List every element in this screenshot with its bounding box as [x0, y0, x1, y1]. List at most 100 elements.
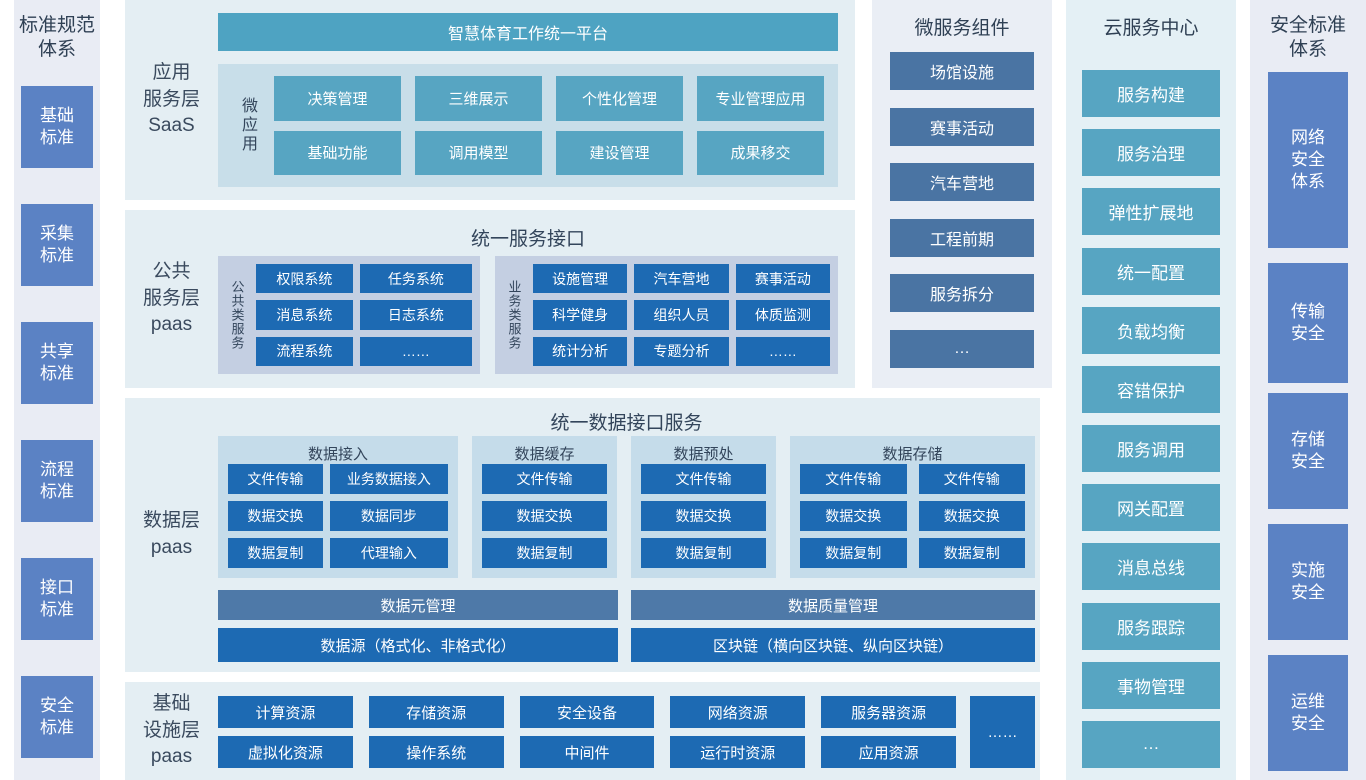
microservice-node-more: …: [890, 329, 1034, 368]
public-service-group-label: 公共类服务: [229, 280, 245, 350]
data-access-group: 数据接入 文件传输 业务数据接入 数据交换 数据同步 数据复制 代理输入: [218, 436, 458, 578]
public-service-group: 公共类服务 权限系统 任务系统 消息系统 日志系统 流程系统 ……: [218, 256, 480, 374]
infra-node-virtualization: 虚拟化资源: [218, 736, 353, 768]
data-node-file-transfer: 文件传输: [918, 464, 1025, 494]
app-node-3d-display: 三维展示: [415, 76, 542, 121]
cloud-node-tracking: 服务跟踪: [1082, 602, 1220, 650]
infra-node-security-device: 安全设备: [519, 696, 655, 728]
public-service-layer-label: 公共 服务层 paas: [142, 261, 200, 336]
infra-node-network: 网络资源: [670, 696, 806, 728]
service-node-event: 赛事活动: [735, 264, 830, 294]
standard-node-sharing: 共享 标准: [21, 322, 93, 404]
data-node-exchange: 数据交换: [228, 501, 323, 531]
security-node-storage: 存储 安全: [1268, 393, 1348, 509]
service-node-message: 消息系统: [256, 300, 353, 330]
security-node-transmission: 传输 安全: [1268, 263, 1348, 383]
public-service-layer: 公共 服务层 paas 统一服务接口 公共类服务 权限系统 任务系统 消息系统 …: [125, 210, 855, 388]
cloud-node-unified-config: 统一配置: [1082, 247, 1220, 295]
saas-layer-label: 应用 服务层 SaaS: [142, 62, 200, 137]
infra-node-server: 服务器资源: [821, 696, 956, 728]
security-standards-title: 安全标准 体系: [1269, 15, 1346, 60]
data-interface-title: 统一数据接口服务: [550, 413, 703, 434]
data-node-file-transfer: 文件传输: [641, 464, 766, 494]
standards-items: 基础 标准 采集 标准 共享 标准 流程 标准 接口 标准 安全 标准: [21, 86, 93, 758]
data-node-replication: 数据复制: [228, 538, 323, 568]
standard-node-process: 流程 标准: [21, 440, 93, 522]
data-node-exchange: 数据交换: [800, 501, 907, 531]
service-node-analysis: 专题分析: [634, 336, 729, 366]
data-node-exchange: 数据交换: [918, 501, 1025, 531]
data-node-file-transfer: 文件传输: [800, 464, 907, 494]
service-groups: 公共类服务 权限系统 任务系统 消息系统 日志系统 流程系统 …… 业务类服务 …: [218, 256, 838, 374]
microservice-node-camping: 汽车营地: [890, 163, 1034, 202]
standards-panel-title: 标准规范 体系: [18, 15, 95, 60]
data-preprocess-group: 数据预处 文件传输 数据交换 数据复制: [631, 436, 776, 578]
data-storage-title: 数据存储: [882, 445, 943, 463]
data-layer: 数据层 paas 统一数据接口服务 数据接入 文件传输 业务数据接入 数据交换 …: [125, 398, 1040, 672]
data-node-replication: 数据复制: [641, 538, 766, 568]
cloud-node-build: 服务构建: [1082, 70, 1220, 117]
cloud-node-fault-tolerance: 容错保护: [1082, 365, 1220, 413]
data-cache-group: 数据缓存 文件传输 数据交换 数据复制: [472, 436, 617, 578]
infra-node-storage: 存储资源: [368, 696, 504, 728]
security-node-operations: 运维 安全: [1268, 655, 1348, 771]
infra-node-middleware: 中间件: [519, 736, 655, 768]
microservice-items: 场馆设施 赛事活动 汽车营地 工程前期 服务拆分 …: [890, 52, 1034, 368]
service-node-workflow: 流程系统: [256, 336, 353, 366]
service-node-more: ……: [735, 336, 830, 366]
service-node-monitor: 体质监测: [735, 300, 830, 330]
app-node-model-call: 调用模型: [415, 130, 542, 175]
cloud-node-message-bus: 消息总线: [1082, 543, 1220, 591]
service-node-statistics: 统计分析: [533, 336, 628, 366]
service-node-log: 日志系统: [359, 300, 472, 330]
infrastructure-content: 计算资源 存储资源 安全设备 网络资源 服务器资源 虚拟化资源 操作系统 中间件…: [218, 696, 1035, 768]
data-node-business-access: 业务数据接入: [329, 464, 448, 494]
service-node-permission: 权限系统: [256, 264, 353, 294]
service-node-facility: 设施管理: [533, 264, 628, 294]
business-service-group-label: 业务类服务: [506, 280, 522, 350]
cloud-node-load-balance: 负载均衡: [1082, 306, 1220, 354]
app-node-delivery: 成果移交: [697, 130, 824, 175]
app-node-construction: 建设管理: [556, 130, 683, 175]
business-service-group: 业务类服务 设施管理 汽车营地 赛事活动 科学健身 组织人员 体质监测 统计分析…: [495, 256, 838, 374]
infra-node-os: 操作系统: [368, 736, 504, 768]
security-node-network: 网络 安全 体系: [1268, 72, 1348, 248]
data-node-proxy-input: 代理输入: [329, 538, 448, 568]
standard-node-collection: 采集 标准: [21, 204, 93, 286]
cloud-node-elastic-scaling: 弹性扩展地: [1082, 188, 1220, 236]
service-node-task: 任务系统: [359, 264, 472, 294]
business-service-grid: 设施管理 汽车营地 赛事活动 科学健身 组织人员 体质监测 统计分析 专题分析 …: [533, 264, 830, 366]
infra-node-more: ……: [970, 696, 1035, 768]
data-source-bar: 数据源（格式化、非格式化）: [218, 628, 618, 662]
service-interface-title: 统一服务接口: [470, 229, 585, 250]
microservice-node-venue: 场馆设施: [890, 52, 1034, 90]
security-node-implementation: 实施 安全: [1268, 524, 1348, 640]
security-standards-items: 网络 安全 体系 传输 安全 存储 安全 实施 安全 运维 安全: [1268, 72, 1348, 771]
app-node-personalization: 个性化管理: [556, 76, 683, 121]
data-node-exchange: 数据交换: [641, 501, 766, 531]
cloud-node-governance: 服务治理: [1082, 129, 1220, 177]
metadata-management-bar: 数据元管理: [218, 590, 618, 620]
infra-node-runtime: 运行时资源: [670, 736, 806, 768]
data-groups: 数据接入 文件传输 业务数据接入 数据交换 数据同步 数据复制 代理输入 数据缓…: [218, 436, 1035, 578]
infra-node-application: 应用资源: [821, 736, 956, 768]
cloud-node-service-call: 服务调用: [1082, 425, 1220, 473]
cloud-service-panel-title: 云服务中心: [1103, 18, 1199, 39]
saas-layer: 应用 服务层 SaaS 智慧体育工作统一平台 微应用 决策管理 三维展示 个性化…: [125, 0, 855, 200]
cloud-node-transaction: 事物管理: [1082, 661, 1220, 709]
data-source-bars: 数据源（格式化、非格式化） 区块链（横向区块链、纵向区块链）: [218, 628, 1035, 662]
data-access-title: 数据接入: [307, 445, 368, 463]
cloud-service-items: 服务构建 服务治理 弹性扩展地 统一配置 负载均衡 容错保护 服务调用 网关配置…: [1082, 70, 1220, 768]
data-management-bars: 数据元管理 数据质量管理: [218, 590, 1035, 620]
standard-node-security: 安全 标准: [21, 676, 93, 758]
service-node-personnel: 组织人员: [634, 300, 729, 330]
security-standards-panel: 安全标准 体系 网络 安全 体系 传输 安全 存储 安全 实施 安全 运维 安全: [1250, 0, 1366, 780]
infrastructure-grid: 计算资源 存储资源 安全设备 网络资源 服务器资源 虚拟化资源 操作系统 中间件…: [218, 696, 956, 768]
micro-app-grid: 决策管理 三维展示 个性化管理 专业管理应用 基础功能 调用模型 建设管理 成果…: [274, 76, 824, 175]
cloud-service-panel: 云服务中心 服务构建 服务治理 弹性扩展地 统一配置 负载均衡 容错保护 服务调…: [1066, 0, 1236, 780]
microservice-panel-title: 微服务组件: [914, 18, 1010, 39]
data-quality-bar: 数据质量管理: [631, 590, 1035, 620]
cloud-node-more: …: [1082, 720, 1220, 768]
standard-node-interface: 接口 标准: [21, 558, 93, 640]
service-node-more: ……: [359, 336, 472, 366]
